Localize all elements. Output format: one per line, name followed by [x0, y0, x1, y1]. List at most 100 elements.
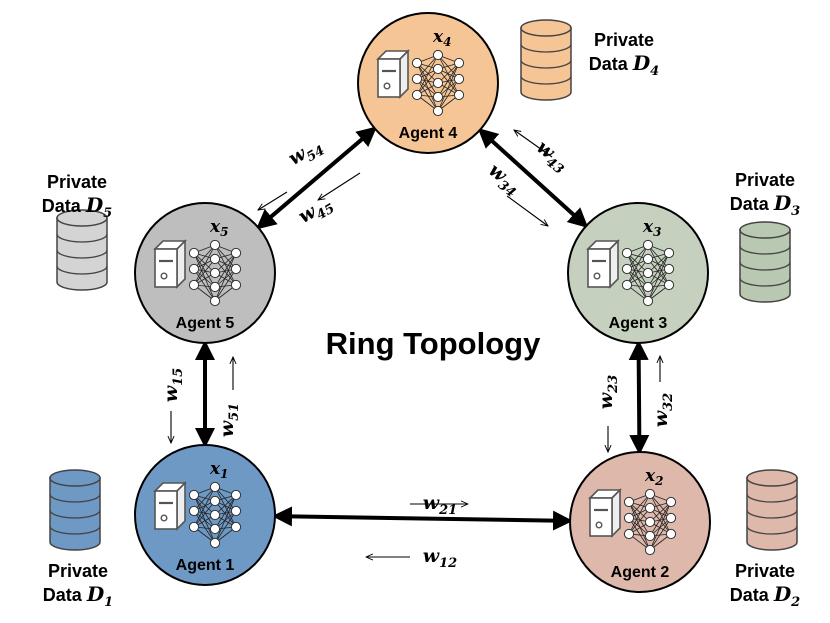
weight-label-w21: w21	[423, 492, 457, 518]
agent-label: Agent 5	[176, 315, 235, 332]
neuron	[230, 505, 242, 517]
weight-label-w54: w54	[285, 134, 328, 174]
neuron	[663, 247, 675, 259]
neuron	[642, 253, 654, 265]
direction-arrows	[171, 130, 660, 557]
neuron	[432, 63, 444, 75]
neuron	[411, 89, 423, 101]
agent-model-label: x1	[209, 459, 229, 481]
private-data-label: Private	[735, 170, 795, 190]
storage-icon-agent-5	[56, 209, 108, 291]
neuron	[665, 528, 677, 540]
database-icon	[49, 477, 101, 551]
neuron	[209, 509, 221, 521]
neuron	[432, 91, 444, 103]
neuron	[453, 57, 465, 69]
neuron	[644, 516, 656, 528]
weight-label-w43: w43	[530, 136, 573, 178]
private-data-label: Private	[594, 30, 654, 50]
neural-network-icon	[621, 239, 675, 307]
neuron	[644, 544, 656, 556]
edge-agent2-agent3	[628, 339, 650, 456]
neuron	[411, 73, 423, 85]
private-data-name: Data D3	[730, 191, 800, 219]
agent-label: Agent 2	[611, 564, 670, 581]
neuron	[432, 77, 444, 89]
neuron	[209, 295, 221, 307]
neuron	[623, 528, 635, 540]
agent-circle	[357, 12, 499, 154]
server-icon	[588, 488, 622, 538]
neuron	[188, 505, 200, 517]
storage-icon-agent-4	[520, 19, 572, 101]
neuron	[642, 239, 654, 251]
neuron	[665, 512, 677, 524]
private-data-label: Private	[735, 561, 795, 581]
neuron	[644, 488, 656, 500]
private-data-name: Data D2	[730, 582, 800, 610]
edge-agent3-agent4	[477, 127, 589, 229]
agent-circle	[567, 202, 709, 344]
neuron	[188, 279, 200, 291]
weight-label-w15: w15	[160, 368, 186, 402]
agent-circle	[134, 202, 276, 344]
neural-network-icon	[411, 49, 465, 117]
server-icon	[153, 481, 187, 531]
neuron	[188, 247, 200, 259]
neuron	[644, 502, 656, 514]
neuron	[621, 263, 633, 275]
neuron	[209, 523, 221, 535]
neuron	[209, 267, 221, 279]
storage-icon-agent-1	[49, 469, 101, 551]
agent-model-label: x3	[642, 217, 662, 239]
neuron	[642, 281, 654, 293]
database-icon	[56, 217, 108, 291]
storage-icon-agent-3	[739, 221, 791, 303]
agent-circle	[134, 444, 276, 586]
neuron	[209, 537, 221, 549]
weight-label-w45: w45	[295, 192, 338, 232]
direction-arrow	[506, 195, 548, 226]
neuron	[432, 49, 444, 61]
weight-label-w23: w23	[595, 375, 621, 409]
neuron	[230, 521, 242, 533]
neuron	[663, 279, 675, 291]
neural-network-icon	[623, 488, 677, 556]
agent-model-label: x5	[209, 217, 229, 239]
neuron	[642, 295, 654, 307]
neuron	[621, 247, 633, 259]
private-data-name: Data D1	[43, 582, 113, 610]
ring-edges	[195, 126, 650, 531]
private-data-label: Private	[48, 561, 108, 581]
edge-agent1-agent2	[271, 506, 574, 531]
neuron	[230, 489, 242, 501]
agent-model-label: x2	[644, 466, 664, 488]
agent-label: Agent 1	[176, 557, 235, 574]
neuron	[209, 481, 221, 493]
neuron	[188, 263, 200, 275]
private-data-name: Data D5	[42, 193, 112, 221]
server-icon	[376, 49, 410, 99]
direction-arrow	[318, 172, 361, 200]
database-icon	[739, 229, 791, 303]
neuron	[453, 89, 465, 101]
weight-label-w51: w51	[216, 403, 242, 437]
database-icon	[746, 477, 798, 551]
edge-agent4-agent5	[255, 126, 378, 230]
agent-circle	[569, 451, 711, 593]
neuron	[642, 267, 654, 279]
neural-network-icon	[188, 239, 242, 307]
agent-model-label: x4	[432, 27, 452, 49]
server-icon	[586, 239, 620, 289]
neuron	[623, 512, 635, 524]
neuron	[411, 57, 423, 69]
neuron	[623, 496, 635, 508]
neuron	[621, 279, 633, 291]
neuron	[230, 247, 242, 259]
